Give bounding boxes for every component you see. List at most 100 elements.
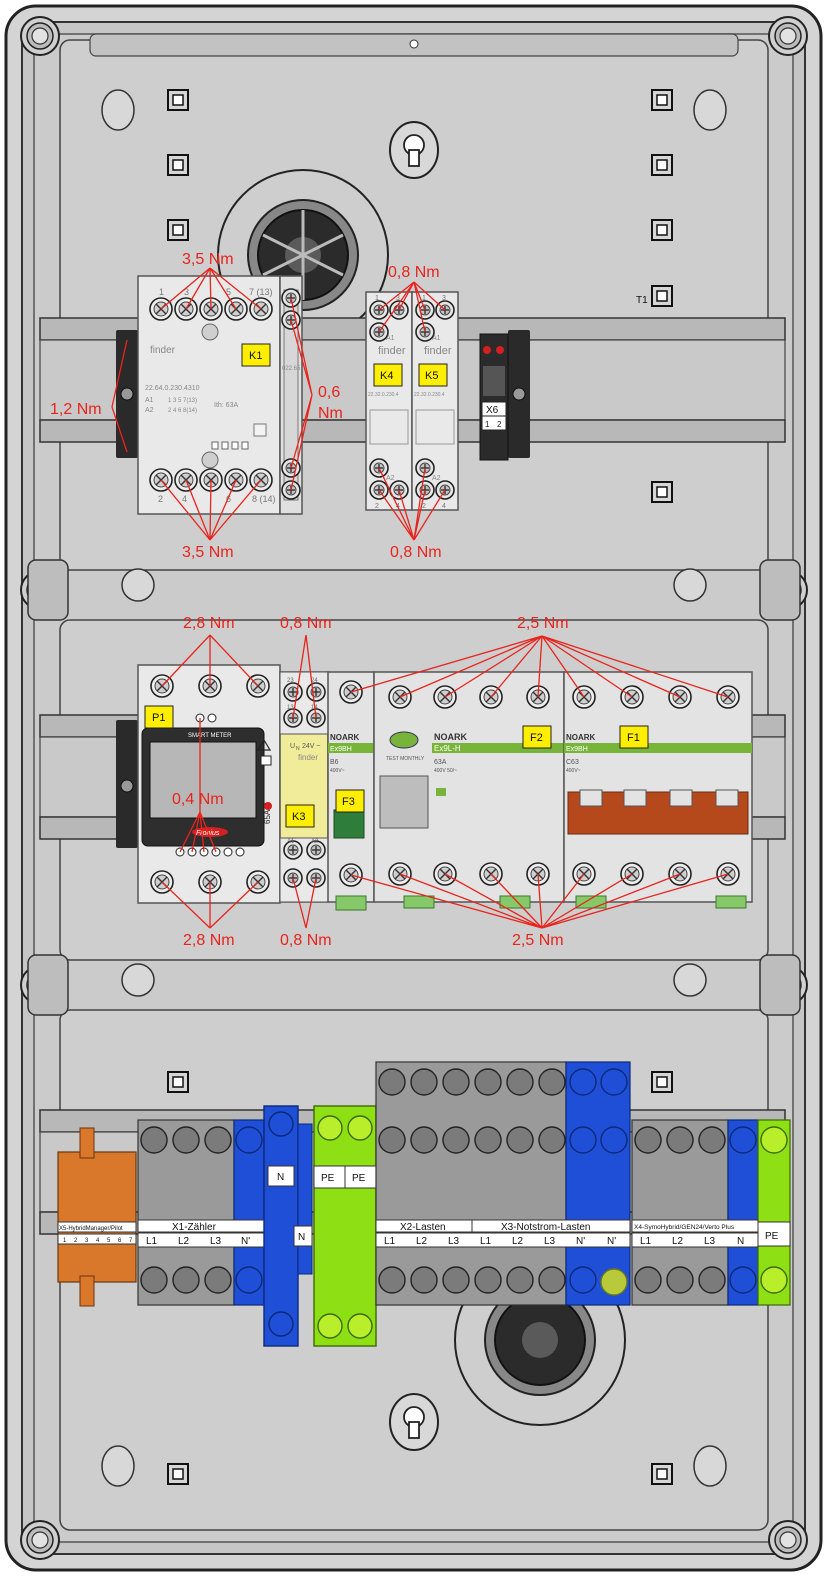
x5-pin-3: 3 <box>85 1238 89 1244</box>
k4-terminal-3: 3 <box>396 295 400 302</box>
f1-voltage: 400V~ <box>566 768 581 774</box>
k1-coil-a2: A2 <box>145 407 154 414</box>
x3-cell-n1: N' <box>576 1236 585 1247</box>
x5-pin-2: 2 <box>74 1238 78 1244</box>
f2-brand: NOARK <box>434 732 467 742</box>
k1-model: 22.64.0.230.4310 <box>145 385 200 392</box>
tag-f2: F2 <box>530 732 543 744</box>
torque-k1-bottom: 3,5 Nm <box>182 544 234 561</box>
torque-p1-top: 2,8 Nm <box>183 615 235 632</box>
relays-k4-k5: 1 3 1 3 2 4 2 4 A1 A1 A2 A2 finder finde… <box>365 291 459 511</box>
f3-series: Ex9BH <box>330 746 352 753</box>
tag-k3: K3 <box>292 811 305 823</box>
x2-cell-l1: L1 <box>384 1236 396 1247</box>
torque-k45-bottom: 0,8 Nm <box>390 544 442 561</box>
torque-k45-top: 0,8 Nm <box>388 264 440 281</box>
torque-k1-right-2: Nm <box>318 405 343 422</box>
tag-t1: T1 <box>636 295 648 306</box>
f2-rating: 63A <box>434 759 447 766</box>
k1-bottom-terminal-4: 4 <box>182 494 187 504</box>
f1-brand: NOARK <box>566 733 596 742</box>
x2-cell-l3: L3 <box>448 1236 460 1247</box>
x2-label: X2-Lasten <box>400 1222 446 1233</box>
pe-label-2: PE <box>352 1173 366 1184</box>
torque-k3-top: 0,8 Nm <box>280 615 332 632</box>
k1-aux-model: 022.65 <box>282 366 301 372</box>
x4-cell-l2: L2 <box>672 1236 684 1247</box>
x5-pin-7: 7 <box>129 1238 133 1244</box>
k5-model: 22.32.0.230.4 <box>414 392 445 398</box>
k4-coil-a2: A2 <box>386 475 395 482</box>
k3-terminal-23: 23 <box>287 678 294 684</box>
terminal-x6: 1 2 <box>479 333 509 461</box>
k3-terminal-a1: A1 <box>287 839 295 845</box>
f3-brand: NOARK <box>330 733 360 742</box>
torque-f-top: 2,5 Nm <box>517 615 569 632</box>
tag-x6: X6 <box>486 405 499 416</box>
terminal-strip: X5-HybridManager/Pilot 1 2 3 4 5 6 7 X1-… <box>57 1061 791 1347</box>
torque-k1-right-1: 0,6 <box>318 384 340 401</box>
x1-cell-l2: L2 <box>178 1236 190 1247</box>
k1-top-terminal-1: 1 <box>159 287 164 297</box>
k1-top-terminal-7: 7 (13) <box>249 287 273 297</box>
k5-terminal-1: 1 <box>422 295 426 302</box>
x3-cell-l3: L3 <box>544 1236 556 1247</box>
torque-f-bottom: 2,5 Nm <box>512 932 564 949</box>
x5-label: X5-HybridManager/Pilot <box>59 1226 123 1232</box>
x5-pin-6: 6 <box>118 1238 122 1244</box>
f3-rating: B6 <box>330 759 339 766</box>
k4-terminal-2: 2 <box>375 503 379 510</box>
rccb-f2: NOARK Ex9L-H 63A 400V 50/~ TEST MONTHLY <box>373 671 565 903</box>
x3-cell-n2: N' <box>607 1236 616 1247</box>
tag-k4: K4 <box>380 370 393 382</box>
torque-p1-bottom: 2,8 Nm <box>183 932 235 949</box>
device-tags: K1 K4 K5 X6 T1 P1 F3 K3 F2 F1 <box>144 295 649 828</box>
x1-label: X1-Zähler <box>172 1222 217 1233</box>
torque-labels: 3,5 Nm 3,5 Nm 1,2 Nm 0,6 Nm 0,8 Nm 0,8 N… <box>50 251 569 949</box>
k1-contact-row2: 2 4 6 8(14) <box>168 408 197 414</box>
x3-cell-l1: L1 <box>480 1236 492 1247</box>
tag-f3: F3 <box>342 796 355 808</box>
x1-cell-n: N' <box>241 1236 250 1247</box>
k1-contact-row1: 1 3 5 7(13) <box>168 398 197 404</box>
x5-pin-4: 4 <box>96 1238 100 1244</box>
smart-meter-p1: SMART METER 65A-3 Fronius <box>137 664 281 904</box>
f2-series: Ex9L-H <box>434 744 461 753</box>
mcb-f1: NOARK Ex9BH C63 400V~ <box>403 671 753 909</box>
x4-cell-l3: L3 <box>704 1236 716 1247</box>
torque-annotations <box>111 267 729 929</box>
k5-terminal-3: 3 <box>442 295 446 302</box>
torque-k1-left: 1,2 Nm <box>50 401 102 418</box>
torque-k1-top: 3,5 Nm <box>182 251 234 268</box>
f1-series: Ex9BH <box>566 746 588 753</box>
k1-top-terminal-3: 3 <box>184 287 189 297</box>
mcb-f3: NOARK Ex9BH B6 400V~ <box>327 671 375 911</box>
pe-label-1: PE <box>321 1173 335 1184</box>
x1-cell-l3: L3 <box>210 1236 222 1247</box>
k3-voltage-symbol: U <box>290 743 295 750</box>
torque-k3-bottom: 0,8 Nm <box>280 932 332 949</box>
x4-cell-l1: L1 <box>640 1236 652 1247</box>
x4-cell-n: N <box>737 1236 744 1247</box>
k3-voltage-sub: N <box>296 746 300 752</box>
contactor-k1: 1 3 5 7 (13) 2 4 6 8 (14) finder 22.64.0… <box>137 275 303 515</box>
k3-terminal-13: 13 <box>287 705 294 711</box>
n-bar-top-label: N <box>277 1172 284 1183</box>
k4-terminal-1: 1 <box>375 295 379 302</box>
k5-brand: finder <box>424 345 452 357</box>
k1-bottom-terminal-2: 2 <box>158 494 163 504</box>
k1-brand: finder <box>150 345 176 356</box>
tag-p1: P1 <box>152 712 165 724</box>
k1-rating: Ith: 63A <box>214 402 238 409</box>
f2-test-label: TEST MONTHLY <box>386 756 425 762</box>
x1-cell-l1: L1 <box>146 1236 158 1247</box>
f1-rating: C63 <box>566 759 579 766</box>
k1-bottom-terminal-8: 8 (14) <box>252 494 276 504</box>
k3-brand: finder <box>298 753 318 762</box>
k3-terminal-a2: A2 <box>311 839 319 845</box>
f2-spec: 400V 50/~ <box>434 768 457 774</box>
k5-coil-a1: A1 <box>432 335 441 342</box>
k5-terminal-2: 2 <box>422 503 426 510</box>
k4-model: 22.32.0.230.4 <box>368 392 399 398</box>
